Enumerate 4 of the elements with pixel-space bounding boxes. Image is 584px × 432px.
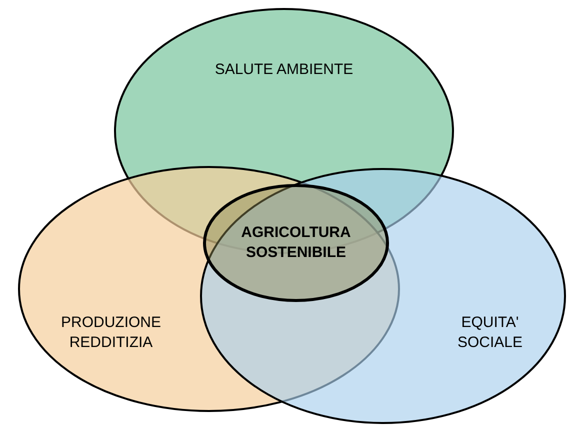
set-label: PRODUZIONE REDDITIZIA <box>60 313 162 353</box>
set-label: EQUITA' SOCIALE <box>456 313 524 353</box>
set-label: AGRICOLTURA SOSTENIBILE <box>240 223 352 263</box>
set-label: SALUTE AMBIENTE <box>214 60 354 80</box>
